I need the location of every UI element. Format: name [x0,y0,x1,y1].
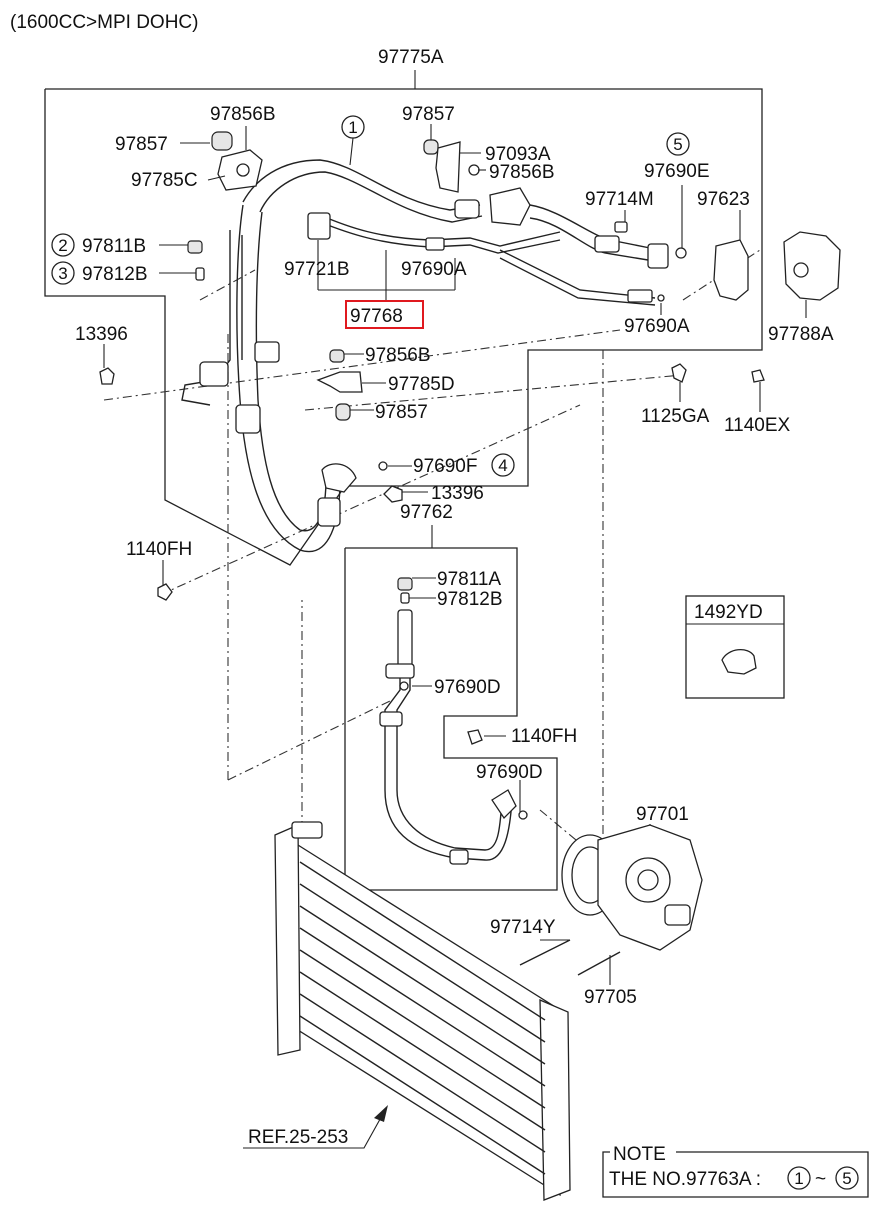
callout-97857-mid[interactable]: 97857 [402,104,455,125]
callout-97812b[interactable]: 97812B [82,264,148,285]
callout-97775a[interactable]: 97775A [378,47,444,68]
callout-97714y[interactable]: 97714Y [490,917,556,938]
callout-97768-highlight[interactable]: 97768 [345,300,424,329]
callout-97705[interactable]: 97705 [584,987,637,1008]
callout-ref-25-253[interactable]: REF.25-253 [248,1127,348,1148]
callout-97623[interactable]: 97623 [697,189,750,210]
callout-97690e[interactable]: 97690E [644,161,710,182]
callout-97812b-b[interactable]: 97812B [437,589,503,610]
callout-97701[interactable]: 97701 [636,804,689,825]
part-box-1492yd: 1492YD [685,595,785,699]
callout-97690d-b[interactable]: 97690D [476,762,543,783]
part-97788a-icon [783,231,841,301]
callout-97856b-top[interactable]: 97856B [210,104,276,125]
callout-13396-a[interactable]: 13396 [75,324,128,345]
callout-1140fh-a[interactable]: 1140FH [126,539,192,560]
callout-1492yd[interactable]: 1492YD [694,602,763,623]
callout-1140fh-b[interactable]: 1140FH [511,726,577,747]
callout-97690d-a[interactable]: 97690D [434,677,501,698]
callout-1125ga[interactable]: 1125GA [641,406,710,427]
note-circled-from: 1 [794,1169,803,1188]
callout-97768[interactable]: 97768 [350,306,403,327]
note-tilde: ~ [815,1169,826,1190]
bracket-fittings-mid [99,349,765,601]
circled-5: 5 [673,135,682,154]
callout-97811b[interactable]: 97811B [82,236,146,257]
note-circled-to: 5 [842,1169,851,1188]
ref-arrow: REF.25-253 [243,1105,388,1149]
callout-97856b-low[interactable]: 97856B [365,345,431,366]
callout-97857-left[interactable]: 97857 [115,134,168,155]
callout-97721b[interactable]: 97721B [284,259,350,280]
circled-2: 2 [58,236,67,255]
callout-97788a[interactable]: 97788A [768,324,834,345]
hose-97768-assembly [181,159,669,553]
leader-lines [103,124,807,985]
callout-97856b-mid[interactable]: 97856B [489,162,555,183]
subassembly-frame-97762: 97762 [344,502,558,891]
callout-97690a-a[interactable]: 97690A [401,259,467,280]
clip-1492yd-icon [721,649,757,675]
callout-labels: 97856B 97857 97785C 97857 97093A 97856B … [75,104,834,1008]
callout-97714m[interactable]: 97714M [585,189,654,210]
circled-numbers: 1 5 2 3 4 [51,115,690,477]
circled-1: 1 [348,118,357,137]
callout-97811a[interactable]: 97811A [437,569,501,590]
note-box: NOTE THE NO.97763A : 1 ~ 5 [602,1144,869,1198]
callout-97785d[interactable]: 97785D [388,374,455,395]
note-title: NOTE [613,1144,666,1165]
circled-4: 4 [498,456,507,475]
compressor-97701-icon [519,824,703,976]
condenser-icon [274,821,571,1201]
callout-97857-low[interactable]: 97857 [375,402,428,423]
part-97623-icon [713,239,749,301]
callout-97093a[interactable]: 97093A [485,144,551,165]
callout-97690f[interactable]: 97690F [413,456,477,477]
callout-13396-b[interactable]: 13396 [431,483,484,504]
small-fittings-top [187,131,687,302]
callout-97690a-b[interactable]: 97690A [624,316,690,337]
callout-1140ex[interactable]: 1140EX [724,415,791,436]
callout-97785c[interactable]: 97785C [131,170,198,191]
engine-spec-label: (1600CC>MPI DOHC) [10,12,198,33]
note-text: THE NO.97763A : [609,1169,761,1190]
callout-97762[interactable]: 97762 [400,502,453,523]
dash-lines [103,249,761,861]
circled-3: 3 [58,264,67,283]
